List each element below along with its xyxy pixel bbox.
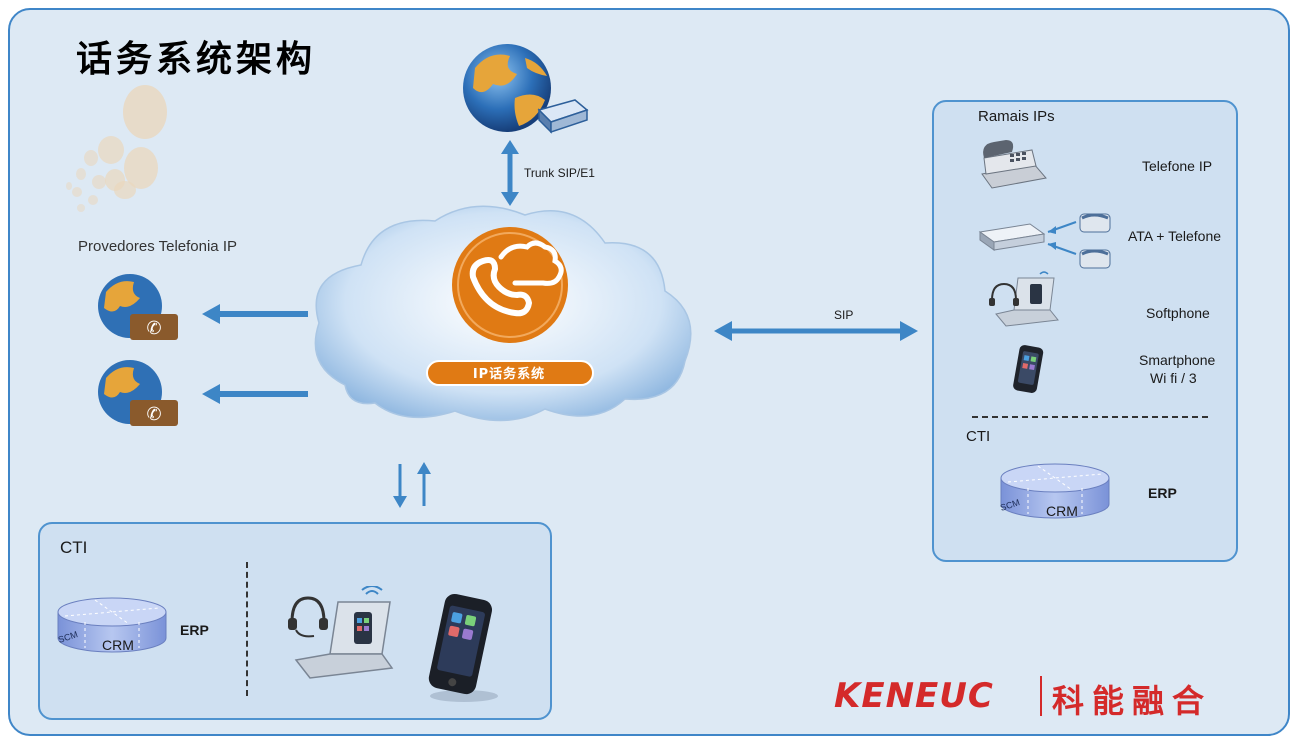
bottom-crm-disk xyxy=(57,597,167,653)
smartphone-icon xyxy=(1013,345,1044,393)
ata-label: ATA + Telefone xyxy=(1128,228,1222,244)
ip-cloud xyxy=(314,205,692,422)
right-crm-label: CRM xyxy=(1046,503,1078,519)
right-separator xyxy=(972,416,1208,418)
brand-chinese-name: 科能融合 xyxy=(1052,682,1213,720)
svg-text:✆: ✆ xyxy=(146,404,161,424)
cti-link-arrows xyxy=(393,462,431,508)
bottom-separator xyxy=(246,562,248,696)
provider-globe-icon: ✆ xyxy=(98,274,178,340)
sip-label: SIP xyxy=(834,308,854,322)
decorative-dots-logo xyxy=(66,85,167,212)
trunk-arrow xyxy=(501,140,519,206)
trunk-label: Trunk SIP/E1 xyxy=(524,166,595,180)
right-crm-disk xyxy=(1000,463,1110,519)
bottom-cti-label: CTI xyxy=(60,538,88,557)
providers-label: Provedores Telefonia IP xyxy=(78,238,237,255)
softphone-label: Softphone xyxy=(1146,305,1210,321)
cloud-label: IP话务系统 xyxy=(472,367,546,382)
desk-phone-icon xyxy=(981,140,1047,189)
softphone-laptop-icon xyxy=(989,271,1059,327)
bottom-softphone-laptop-icon xyxy=(288,586,394,679)
ramais-header: Ramais IPs xyxy=(978,108,1055,125)
page-title: 话务系统架构 xyxy=(76,39,317,80)
smartphone-label-line2: Wi fi / 3 xyxy=(1150,370,1197,386)
bottom-smartphone-icon xyxy=(428,593,498,702)
provider-globe-icon: ✆ xyxy=(98,360,178,426)
right-cti-label: CTI xyxy=(966,428,991,445)
brand-logo: KENEUC xyxy=(834,676,994,716)
right-erp-label: ERP xyxy=(1148,485,1177,501)
brand-divider xyxy=(1040,676,1042,716)
svg-text:✆: ✆ xyxy=(146,318,161,338)
bottom-erp-label: ERP xyxy=(180,622,209,638)
smartphone-label-line1: Smartphone xyxy=(1139,352,1216,368)
sip-arrow xyxy=(714,321,918,341)
provider-arrows xyxy=(202,304,308,404)
internet-globe-icon xyxy=(463,44,589,134)
telefone-ip-label: Telefone IP xyxy=(1142,158,1213,174)
ata-adapter-icon xyxy=(978,213,1111,269)
bottom-crm-label: CRM xyxy=(102,637,134,653)
